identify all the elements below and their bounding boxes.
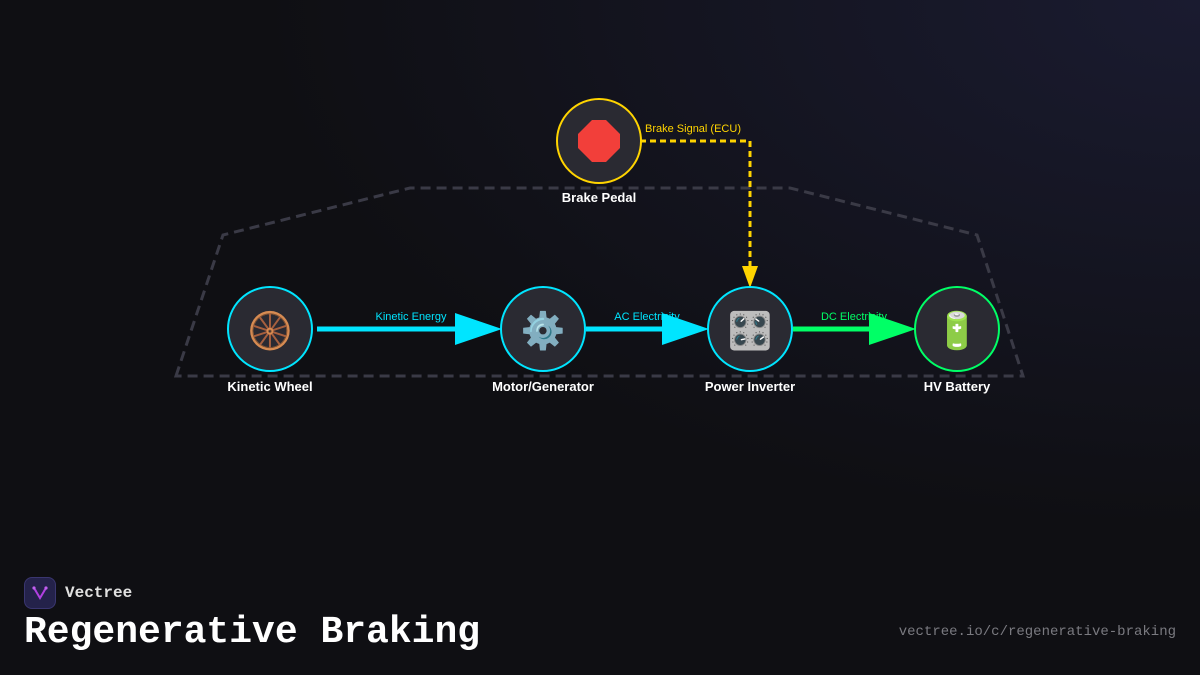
battery-icon: 🔋 [935,310,980,351]
arrowhead-kinetic-energy [455,313,502,345]
node-hv-battery[interactable]: 🔋 HV Battery [914,286,1000,394]
vectree-logo-icon [24,577,56,609]
edge-brake-signal [640,139,752,270]
edge-label-brake-signal: Brake Signal (ECU) [645,123,741,135]
brand: Vectree [24,577,132,609]
arrowhead-brake-signal [742,266,758,288]
control-knobs-icon: 🎛️ [728,310,773,351]
wheel-icon: 🛞 [248,310,293,351]
page-title: Regenerative Braking [24,611,481,654]
arrowhead-dc-electricity [869,313,916,345]
node-label: Brake Pedal [562,190,636,205]
stop-sign-icon [578,120,620,162]
node-label: Kinetic Wheel [227,379,312,394]
node-power-inverter[interactable]: 🎛️ Power Inverter [705,286,795,394]
edge-label-ac-electricity: AC Electricity [614,311,680,323]
node-brake-pedal[interactable]: Brake Pedal [556,98,642,205]
arrowhead-ac-electricity [662,313,709,345]
node-label: Motor/Generator [492,379,594,394]
source-url[interactable]: vectree.io/c/regenerative-braking [898,624,1176,640]
node-label: Power Inverter [705,379,795,394]
edge-label-dc-electricity: DC Electricity [821,311,888,323]
vehicle-boundary [173,186,1026,378]
node-kinetic-wheel[interactable]: 🛞 Kinetic Wheel [227,286,313,394]
node-motor-generator[interactable]: ⚙️ Motor/Generator [492,286,594,394]
brand-name: Vectree [65,584,133,602]
edge-label-kinetic-energy: Kinetic Energy [376,311,447,323]
gear-icon: ⚙️ [521,310,566,351]
node-label: HV Battery [924,379,991,394]
